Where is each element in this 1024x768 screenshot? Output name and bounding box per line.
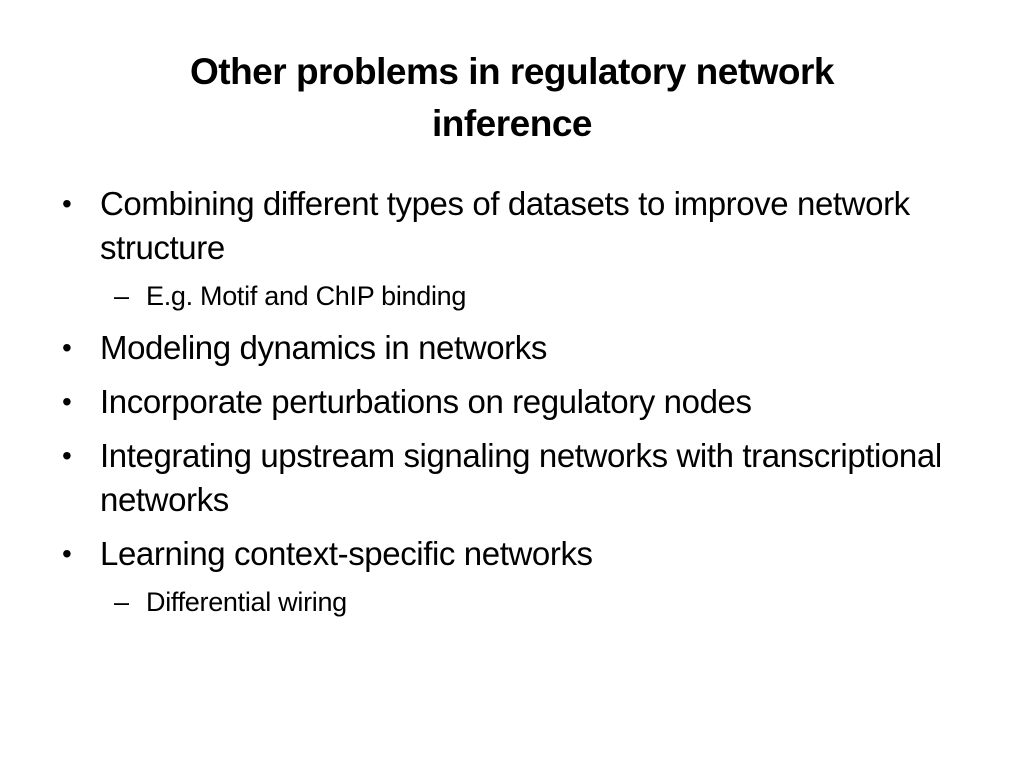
- sub-bullet-text: E.g. Motif and ChIP binding: [146, 281, 467, 311]
- bullet-dot-icon: •: [62, 386, 72, 417]
- bullet-dot-icon: •: [62, 538, 72, 569]
- bullet-list: • Combining different types of datasets …: [62, 182, 992, 632]
- sub-bullet-item: – E.g. Motif and ChIP binding: [62, 278, 992, 314]
- bullet-item: • Learning context-specific networks: [62, 532, 992, 576]
- bullet-item: • Modeling dynamics in networks: [62, 326, 992, 370]
- bullet-text: Combining different types of datasets to…: [100, 185, 910, 266]
- bullet-dot-icon: •: [62, 440, 72, 471]
- bullet-text: Learning context-specific networks: [100, 535, 593, 572]
- bullet-text: Integrating upstream signaling networks …: [100, 437, 942, 518]
- dash-icon: –: [114, 587, 129, 617]
- bullet-dot-icon: •: [62, 188, 72, 219]
- bullet-dot-icon: •: [62, 332, 72, 363]
- dash-icon: –: [114, 281, 129, 311]
- bullet-item: • Combining different types of datasets …: [62, 182, 992, 270]
- sub-bullet-item: – Differential wiring: [62, 584, 992, 620]
- sub-bullet-text: Differential wiring: [146, 587, 347, 617]
- bullet-text: Modeling dynamics in networks: [100, 329, 547, 366]
- bullet-item: • Integrating upstream signaling network…: [62, 434, 992, 522]
- bullet-text: Incorporate perturbations on regulatory …: [100, 383, 752, 420]
- bullet-item: • Incorporate perturbations on regulator…: [62, 380, 992, 424]
- slide-title: Other problems in regulatory network inf…: [189, 51, 835, 144]
